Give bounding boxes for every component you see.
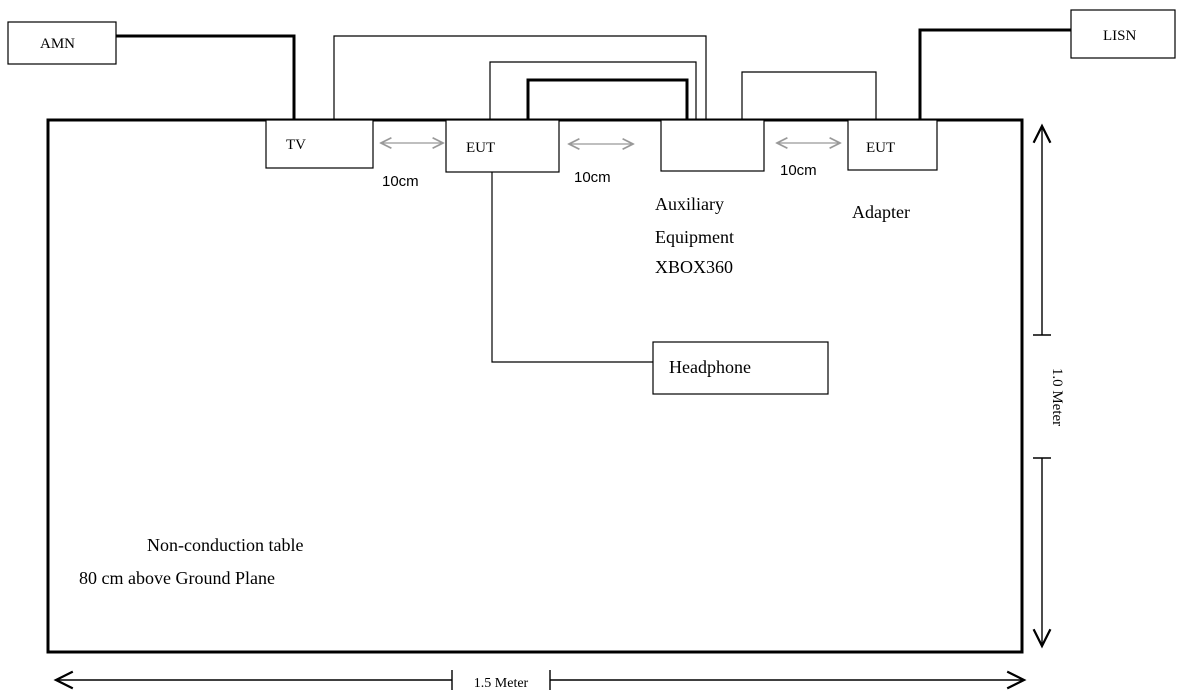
gap-label-1: 10cm xyxy=(382,173,419,190)
aux-to-adapter-cable xyxy=(741,71,877,121)
eut-to-aux-inner-cable xyxy=(526,78,689,121)
eut-left-box xyxy=(445,119,560,173)
lisn-box xyxy=(1070,9,1176,59)
eut-left-label: EUT xyxy=(466,140,495,156)
lisn-label: LISN xyxy=(1103,28,1137,44)
amn-label: AMN xyxy=(40,36,75,52)
amn-box xyxy=(7,21,117,65)
tv-to-aux-cable xyxy=(333,35,707,121)
tv-label: TV xyxy=(286,137,306,153)
lisn-cable xyxy=(918,28,1071,121)
eut-right-box xyxy=(847,119,938,171)
eut-right-label: EUT xyxy=(866,140,895,156)
headphone-box xyxy=(652,341,829,395)
adapter-label: Adapter xyxy=(852,202,910,222)
amn-cable xyxy=(116,34,296,121)
gap-label-3: 10cm xyxy=(780,162,817,179)
aux-label-line1: Auxiliary xyxy=(655,194,724,214)
height-dim-label: 1.0 Meter xyxy=(1049,368,1065,426)
table-label-line2: 80 cm above Ground Plane xyxy=(79,568,275,588)
aux-label-line2: Equipment xyxy=(655,227,734,247)
gap-label-2: 10cm xyxy=(574,169,611,186)
eut-to-aux-cable xyxy=(489,61,697,121)
headphone-label: Headphone xyxy=(669,357,751,377)
table-label-line1: Non-conduction table xyxy=(147,535,303,555)
width-dim-label: 1.5 Meter xyxy=(474,676,529,691)
headphone-cable xyxy=(491,172,653,363)
tv-box xyxy=(265,119,374,169)
aux-label-line3: XBOX360 xyxy=(655,257,733,277)
aux-equipment-box xyxy=(660,119,765,172)
